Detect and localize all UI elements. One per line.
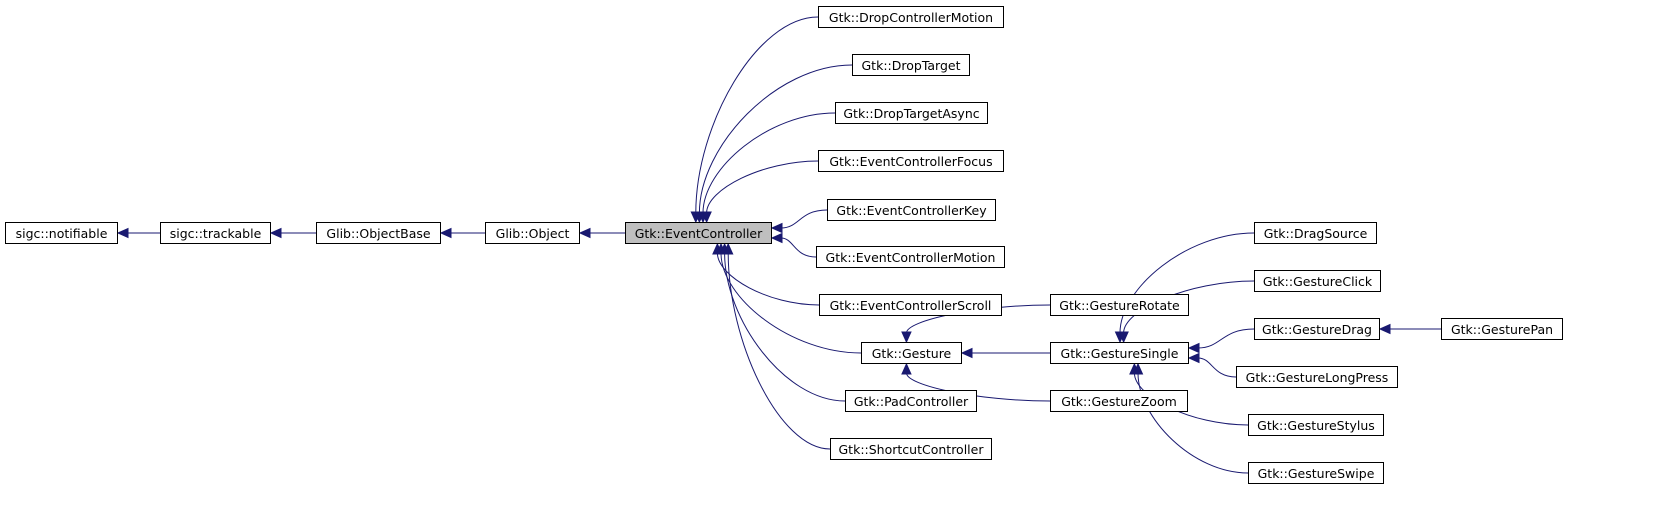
node-gtk-gestureclick[interactable]: Gtk::GestureClick <box>1254 270 1381 292</box>
node-gtk-gesture[interactable]: Gtk::Gesture <box>861 342 962 364</box>
node-gtk-padcontroller[interactable]: Gtk::PadController <box>845 390 977 412</box>
arrowhead-gtk_gesturesingle <box>1118 331 1129 344</box>
arrowhead-gtk_eventcontroller <box>701 211 712 224</box>
node-glib-object[interactable]: Glib::Object <box>485 222 580 244</box>
node-gtk-gesturestylus[interactable]: Gtk::GestureStylus <box>1248 414 1384 436</box>
arrowhead-gtk_gesturedrag <box>1378 323 1391 335</box>
node-gtk-gesturedrag[interactable]: Gtk::GestureDrag <box>1254 318 1380 340</box>
edge-gtk_shortcutcontroller-to-gtk_eventcontroller <box>727 252 831 450</box>
node-gtk-gesturepan[interactable]: Gtk::GesturePan <box>1441 318 1563 340</box>
arrowhead-gtk_gesture <box>901 362 912 375</box>
node-gtk-eventcontrollerkey[interactable]: Gtk::EventControllerKey <box>827 199 996 221</box>
arrowhead-gtk_gesture <box>901 331 912 344</box>
arrowhead-gtk_gesturesingle <box>1187 352 1200 364</box>
node-gtk-eventcontrollerfocus[interactable]: Gtk::EventControllerFocus <box>818 150 1004 172</box>
node-gtk-shortcutcontroller[interactable]: Gtk::ShortcutController <box>830 438 992 460</box>
node-gtk-gesturezoom[interactable]: Gtk::GestureZoom <box>1050 390 1188 412</box>
edge-gtk_gesturedrag-to-gtk_gesturesingle <box>1197 328 1255 349</box>
arrowhead-sigc_trackable <box>269 227 282 239</box>
edge-gtk_eventcontrollermotion-to-gtk_eventcontroller <box>780 237 817 258</box>
node-glib-objectbase[interactable]: Glib::ObjectBase <box>316 222 441 244</box>
edge-gtk_dropcontrollermotion-to-gtk_eventcontroller <box>695 16 819 214</box>
arrowhead-sigc_notifiable <box>116 227 129 239</box>
edge-gtk_gesture-to-gtk_eventcontroller <box>720 252 862 354</box>
arrowhead-gtk_eventcontroller <box>722 242 734 255</box>
node-gtk-dragsource[interactable]: Gtk::DragSource <box>1254 222 1377 244</box>
edge-layer <box>116 16 1441 474</box>
node-gtk-gestureswipe[interactable]: Gtk::GestureSwipe <box>1248 462 1384 484</box>
edge-gtk_droptarget-to-gtk_eventcontroller <box>698 64 853 214</box>
arrowhead-gtk_gesturesingle <box>1132 362 1144 375</box>
edge-gtk_padcontroller-to-gtk_eventcontroller <box>724 252 846 402</box>
node-gtk-dropcontrollermotion[interactable]: Gtk::DropControllerMotion <box>818 6 1004 28</box>
arrowhead-gtk_gesturesingle <box>1187 342 1200 354</box>
node-sigc-notifiable[interactable]: sigc::notifiable <box>5 222 118 244</box>
arrowhead-gtk_gesture <box>960 347 973 359</box>
node-gtk-gesturelongpress[interactable]: Gtk::GestureLongPress <box>1236 366 1398 388</box>
edge-gtk_droptargetasync-to-gtk_eventcontroller <box>702 112 836 214</box>
edge-gtk_gestureswipe-to-gtk_gesturesingle <box>1137 372 1249 474</box>
node-gtk-eventcontrollerscroll[interactable]: Gtk::EventControllerScroll <box>819 294 1002 316</box>
node-gtk-droptarget[interactable]: Gtk::DropTarget <box>852 54 970 76</box>
edge-gtk_eventcontrollerfocus-to-gtk_eventcontroller <box>706 160 819 214</box>
edge-gtk_dragsource-to-gtk_gesturesingle <box>1119 232 1255 334</box>
arrowhead-glib_object <box>578 227 591 239</box>
arrowhead-gtk_eventcontroller <box>770 232 783 244</box>
node-gtk-droptargetasync[interactable]: Gtk::DropTargetAsync <box>835 102 988 124</box>
node-sigc-trackable[interactable]: sigc::trackable <box>160 222 271 244</box>
arrowhead-glib_objectbase <box>439 227 452 239</box>
edge-gtk_eventcontrollerscroll-to-gtk_eventcontroller <box>716 252 820 306</box>
node-gtk-eventcontrollermotion[interactable]: Gtk::EventControllerMotion <box>816 246 1005 268</box>
edge-gtk_gesturelongpress-to-gtk_gesturesingle <box>1197 357 1237 378</box>
node-gtk-gesturesingle[interactable]: Gtk::GestureSingle <box>1050 342 1189 364</box>
edge-gtk_eventcontrollerkey-to-gtk_eventcontroller <box>780 209 828 229</box>
arrowhead-gtk_eventcontroller <box>770 222 783 234</box>
node-gtk-eventcontroller: Gtk::EventController <box>625 222 772 244</box>
node-gtk-gesturerotate[interactable]: Gtk::GestureRotate <box>1050 294 1189 316</box>
